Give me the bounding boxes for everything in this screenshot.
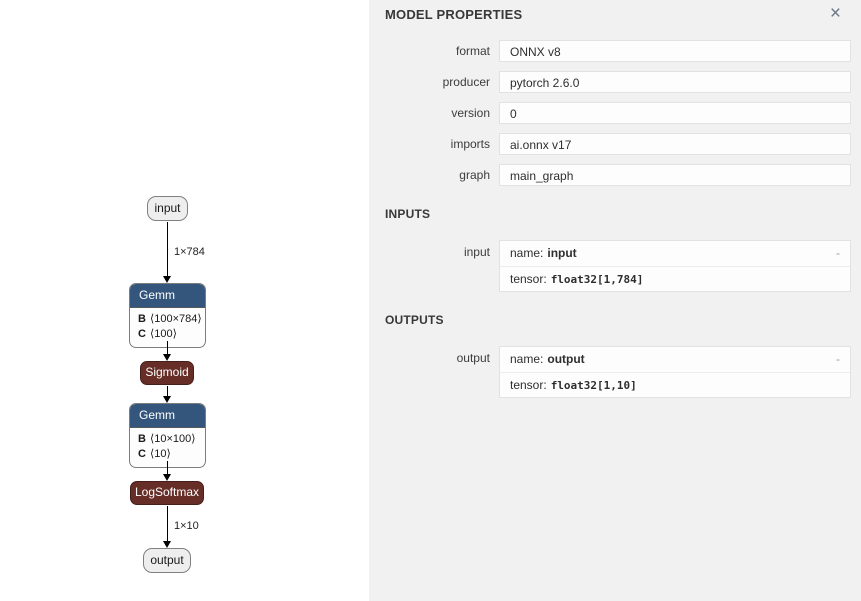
param-value: ⟨100×784⟩	[149, 313, 202, 325]
property-row-producer: producer pytorch 2.6.0	[385, 71, 851, 93]
gemm-1-title[interactable]: Gemm	[130, 284, 205, 308]
property-value-graph: main_graph	[499, 164, 851, 186]
output-row: output name:output - tensor:float32[1,10…	[385, 346, 851, 398]
property-label: producer	[442, 75, 490, 89]
param-key: C	[138, 328, 146, 340]
collapse-toggle-icon[interactable]: -	[836, 246, 840, 260]
input-name-value: input	[547, 246, 577, 260]
graph-node-gemm-1[interactable]: Gemm B⟨100×784⟩ C⟨100⟩	[129, 283, 206, 348]
graph-node-output[interactable]: output	[143, 548, 191, 573]
param-value: ⟨10×100⟩	[149, 433, 196, 445]
input-label: input	[463, 245, 490, 259]
input-row: input name:input - tensor:float32[1,784]	[385, 240, 851, 292]
param-key: B	[138, 433, 146, 445]
arrowhead-icon	[163, 354, 171, 361]
graph-node-input[interactable]: input	[147, 196, 188, 221]
graph-node-input-label: input	[154, 201, 181, 215]
output-name-line: name:output -	[500, 347, 850, 372]
property-value-version: 0	[499, 102, 851, 124]
property-label: format	[455, 44, 490, 58]
inputs-section-header: INPUTS	[385, 207, 431, 221]
name-key: name:	[510, 246, 544, 260]
edge-logsoftmax-output	[167, 506, 168, 542]
panel-title: MODEL PROPERTIES	[385, 7, 523, 22]
property-row-format: format ONNX v8	[385, 40, 851, 62]
property-row-version: version 0	[385, 102, 851, 124]
param-value: ⟨100⟩	[149, 328, 177, 340]
gemm-2-body: B⟨10×100⟩ C⟨10⟩	[130, 428, 205, 467]
property-value-format: ONNX v8	[499, 40, 851, 62]
gemm-1-param-b: B⟨100×784⟩	[138, 312, 202, 327]
param-key: B	[138, 313, 146, 325]
edge-label-logsoftmax-output: 1×10	[174, 520, 199, 532]
edge-label-input-gemm: 1×784	[174, 246, 205, 258]
property-label: graph	[459, 168, 490, 182]
edge-gemm-logsoftmax	[167, 461, 168, 474]
tensor-key: tensor:	[510, 272, 547, 286]
arrowhead-icon	[163, 474, 171, 481]
model-properties-list: format ONNX v8 producer pytorch 2.6.0 ve…	[385, 40, 851, 186]
property-value-imports: ai.onnx v17	[499, 133, 851, 155]
gemm-1-body: B⟨100×784⟩ C⟨100⟩	[130, 308, 205, 347]
input-tensor-value: float32[1,784]	[550, 273, 644, 286]
output-tensor-value: float32[1,10]	[550, 379, 637, 392]
property-row-graph: graph main_graph	[385, 164, 851, 186]
graph-node-gemm-2[interactable]: Gemm B⟨10×100⟩ C⟨10⟩	[129, 403, 206, 468]
param-value: ⟨10⟩	[149, 448, 171, 460]
name-key: name:	[510, 352, 544, 366]
arrowhead-icon	[163, 541, 171, 548]
model-properties-panel: MODEL PROPERTIES × format ONNX v8 produc…	[369, 0, 861, 601]
property-row-imports: imports ai.onnx v17	[385, 133, 851, 155]
output-label: output	[456, 351, 490, 365]
input-detail-box: name:input - tensor:float32[1,784]	[499, 240, 851, 292]
graph-node-logsoftmax[interactable]: LogSoftmax	[130, 481, 204, 505]
output-detail-box: name:output - tensor:float32[1,10]	[499, 346, 851, 398]
property-label: version	[451, 106, 490, 120]
panel-header: MODEL PROPERTIES ×	[385, 0, 851, 40]
tensor-key: tensor:	[510, 378, 547, 392]
graph-node-sigmoid[interactable]: Sigmoid	[140, 361, 194, 385]
outputs-section-header: OUTPUTS	[385, 313, 444, 327]
input-tensor-line: tensor:float32[1,784]	[500, 266, 850, 291]
gemm-2-param-b: B⟨10×100⟩	[138, 432, 197, 447]
property-label: imports	[450, 137, 490, 151]
close-icon[interactable]: ×	[829, 3, 841, 24]
graph-node-output-label: output	[150, 553, 184, 567]
input-name-line: name:input -	[500, 241, 850, 266]
arrowhead-icon	[163, 396, 171, 403]
output-tensor-line: tensor:float32[1,10]	[500, 372, 850, 397]
arrowhead-icon	[163, 276, 171, 283]
edge-gemm-sigmoid	[167, 341, 168, 355]
gemm-1-param-c: C⟨100⟩	[138, 327, 197, 342]
graph-canvas[interactable]: input 1×784 Gemm B⟨100×784⟩ C⟨100⟩ Sigmo…	[0, 0, 369, 601]
output-name-value: output	[547, 352, 585, 366]
edge-sigmoid-gemm	[167, 386, 168, 396]
collapse-toggle-icon[interactable]: -	[836, 352, 840, 366]
gemm-2-param-c: C⟨10⟩	[138, 447, 197, 462]
param-key: C	[138, 448, 146, 460]
gemm-2-title[interactable]: Gemm	[130, 404, 205, 428]
property-value-producer: pytorch 2.6.0	[499, 71, 851, 93]
edge-input-gemm	[167, 222, 168, 277]
